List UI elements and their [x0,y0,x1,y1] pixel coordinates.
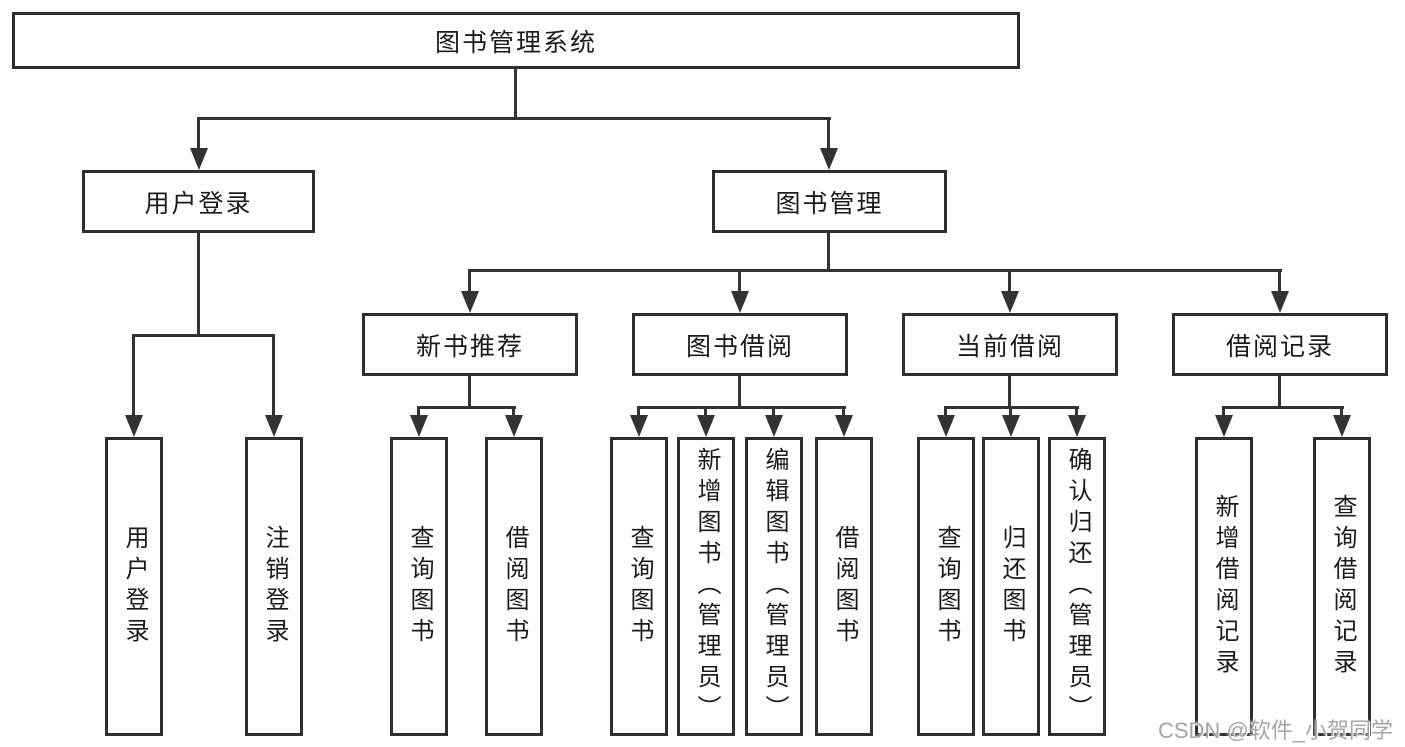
connector-line [469,269,1282,272]
leaf-cb-return-book-label: 归还图书 [998,524,1025,649]
node-user-login: 用户登录 [82,170,315,233]
arrow-down-icon [265,415,283,437]
leaf-rec-query-book-label: 查询图书 [406,524,433,649]
leaf-rec-borrow-book: 借阅图书 [485,437,543,736]
leaf-cb-confirm-return-admin-label: 确认归还（管理员） [1064,447,1091,726]
node-current-borrow-label: 当前借阅 [955,332,1064,361]
arrow-down-icon [1333,415,1351,437]
connector-line [738,269,741,293]
leaf-bb-query-book-label: 查询图书 [626,524,653,649]
leaf-bb-borrow-book-label: 借阅图书 [831,524,858,649]
leaf-cb-return-book: 归还图书 [982,437,1040,736]
connector-line [842,406,845,418]
leaf-bb-edit-book-admin: 编辑图书（管理员） [745,437,803,736]
connector-line [1075,406,1078,418]
node-new-book-recommend-label: 新书推荐 [415,332,524,361]
connector-line [133,334,275,337]
connector-line [1223,406,1344,409]
connector-line [1008,269,1011,293]
connector-line [272,334,275,417]
leaf-br-query-record-label: 查询借阅记录 [1329,493,1356,680]
connector-line [514,68,517,118]
connector-line [468,375,471,409]
arrow-down-icon [1068,415,1086,437]
leaf-br-query-record: 查询借阅记录 [1313,437,1371,736]
leaf-cb-confirm-return-admin: 确认归还（管理员） [1048,437,1106,736]
node-root-label: 图书管理系统 [434,28,597,57]
connector-line [1008,375,1011,409]
connector-line [417,406,420,418]
arrow-down-icon [190,148,208,170]
node-book-management: 图书管理 [712,170,947,233]
connector-line [132,334,135,417]
connector-line [197,117,200,150]
node-new-book-recommend: 新书推荐 [362,313,578,376]
arrow-down-icon [630,415,648,437]
connector-line [1009,406,1012,418]
leaf-logout: 注销登录 [245,437,303,736]
connector-line [197,232,200,336]
connector-line [1222,406,1225,418]
leaf-cb-query-book: 查询图书 [917,437,975,736]
watermark: CSDN @软件_小贺同学 [1157,718,1393,743]
leaf-logout-label: 注销登录 [261,524,288,649]
connector-line [637,406,640,418]
connector-line [1278,269,1281,293]
connector-line [827,117,830,150]
connector-line [198,117,831,120]
leaf-bb-query-book: 查询图书 [610,437,668,736]
arrow-down-icon [731,291,749,313]
connector-line [1278,375,1281,409]
arrow-down-icon [820,148,838,170]
connector-line [827,232,830,272]
node-borrow-records-label: 借阅记录 [1225,332,1334,361]
arrow-down-icon [835,415,853,437]
arrow-down-icon [461,291,479,313]
arrow-down-icon [1002,415,1020,437]
leaf-bb-add-book-admin: 新增图书（管理员） [677,437,735,736]
arrow-down-icon [410,415,428,437]
connector-line [738,375,741,409]
leaf-user-login: 用户登录 [105,437,163,736]
leaf-bb-edit-book-admin-label: 编辑图书（管理员） [761,447,788,726]
connector-line [772,406,775,418]
node-current-borrow: 当前借阅 [902,313,1118,376]
leaf-bb-add-book-admin-label: 新增图书（管理员） [693,447,720,726]
leaf-cb-query-book-label: 查询图书 [933,524,960,649]
arrow-down-icon [697,415,715,437]
arrow-down-icon [505,415,523,437]
arrow-down-icon [765,415,783,437]
arrow-down-icon [1215,415,1233,437]
arrow-down-icon [937,415,955,437]
node-book-management-label: 图书管理 [775,189,884,218]
node-borrow-records: 借阅记录 [1172,313,1388,376]
connector-line [512,406,515,418]
node-book-borrow: 图书借阅 [632,313,848,376]
node-user-login-label: 用户登录 [144,189,253,218]
leaf-user-login-label: 用户登录 [121,524,148,649]
node-root: 图书管理系统 [12,12,1020,69]
arrow-down-icon [1271,291,1289,313]
connector-line [468,269,471,293]
connector-line [944,406,947,418]
connector-line [638,406,846,409]
connector-line [1340,406,1343,418]
leaf-rec-query-book: 查询图书 [390,437,448,736]
connector-line [704,406,707,418]
leaf-bb-borrow-book: 借阅图书 [815,437,873,736]
arrow-down-icon [1001,291,1019,313]
arrow-down-icon [125,415,143,437]
leaf-br-add-record-label: 新增借阅记录 [1211,493,1238,680]
connector-line [418,406,516,409]
node-book-borrow-label: 图书借阅 [685,332,794,361]
connector-line [945,406,1079,409]
leaf-rec-borrow-book-label: 借阅图书 [501,524,528,649]
leaf-br-add-record: 新增借阅记录 [1195,437,1253,736]
